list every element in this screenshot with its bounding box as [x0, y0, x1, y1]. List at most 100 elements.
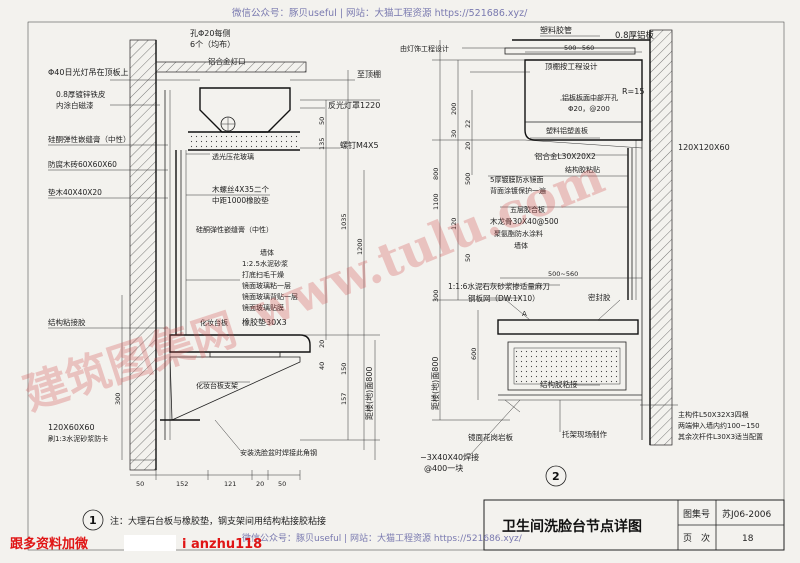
d1-install: 安装洗脸盆时焊接此角钢 — [240, 448, 317, 457]
d1-dim-v-4: 300 — [114, 393, 122, 405]
d2-dim-v-5: 500 — [464, 173, 472, 185]
d2-site: 托架现场制作 — [562, 429, 607, 439]
d1-wood-brick: 防腐木砖60X60X60 — [48, 159, 117, 169]
detail1-bracket — [169, 356, 301, 421]
detail1-number-circle — [82, 509, 104, 531]
d2-angle-main2: 两端伸入墙内约100~150 — [678, 421, 760, 430]
detail1-lamp-box — [199, 87, 291, 133]
d1-mortar: 1:2.5水泥砂浆 — [242, 259, 288, 268]
sheet-frame — [27, 21, 785, 551]
d1-dim-v-0: 50 — [318, 117, 326, 125]
detail-1-labels: 孔Φ20每侧 6个（均布） 铝合金灯口 Φ40日光灯吊在顶板上 0.8厚镀锌铁皮… — [48, 28, 381, 527]
d2-sealant: 密封胶 — [588, 292, 611, 302]
d1-reflector: 反光灯罩1220 — [328, 100, 380, 110]
d2-a-mark: A — [522, 310, 527, 318]
d2-dim-v-0: 200 — [450, 103, 458, 115]
detail2-bracket — [507, 341, 627, 391]
d1-struct-glue: 结构粘接胶 — [48, 317, 86, 327]
d2-right-angle: 120X120X60 — [678, 143, 730, 152]
d1-hole: 孔Φ20每侧 — [190, 28, 230, 38]
d2-radius: R=15 — [622, 87, 644, 96]
d1-number: 1 — [89, 514, 97, 527]
d1-dim-h-0: 50 — [136, 480, 144, 488]
d2-mirror: 5厚镀膜防水镜面 — [490, 175, 543, 184]
d2-dim-v-4: 1100 — [432, 193, 440, 210]
detail2-counter-slab — [497, 319, 639, 335]
d2-floor-height: 距楼(地)面800 — [430, 356, 440, 410]
d1-silicone-mid: 硅酮弹性嵌缝膏（中性） — [196, 225, 273, 234]
bottom-banner-text: 微信公众号：豚贝useful | 网站：大猫工程资源 https://52168… — [242, 532, 523, 544]
d2-angle-main: 主构件L50X32X3四根 — [678, 410, 749, 419]
d2-dim-mid: 500~560 — [548, 270, 578, 278]
d1-opal-glass: 透光压花玻璃 — [212, 152, 254, 161]
d1-glass-glue: 镜面玻璃粘一层 — [242, 281, 291, 290]
d2-vent2: Φ20，@200 — [568, 105, 610, 113]
d1-dim-h-3: 20 — [256, 480, 264, 488]
d2-wall: 墙体 — [514, 241, 528, 250]
detail2-lamp-housing — [524, 59, 643, 141]
d1-silicone-top: 硅酮弹性嵌缝膏（中性） — [48, 134, 131, 144]
d2-struct-fix: 结构胶粘贴 — [565, 165, 600, 174]
watermark-diagonal: www.tulu.com — [243, 149, 612, 342]
d1-dim-h-1: 152 — [176, 480, 188, 488]
title-block-title: 卫生间洗脸台节点详图 — [502, 518, 642, 535]
d1-note: 注：大理石台板与橡胶垫，钢支架间用结构粘接胶粘接 — [110, 515, 326, 527]
d1-steel-sheet: 0.8厚镀锌铁皮 — [56, 89, 106, 99]
title-block-atlas-value: 苏J06-2006 — [722, 508, 772, 520]
d1-floor-height: 距楼(地)面800 — [364, 366, 374, 420]
d1-pad-wood: 垫木40X40X20 — [48, 187, 102, 197]
d2-plastic-glue: 塑料胶管 — [540, 25, 572, 35]
d1-counter: 化妆台板 — [200, 318, 228, 327]
d2-dim-v-9: 22 — [464, 120, 472, 128]
d1-screw2: 中距1000橡胶垫 — [212, 195, 269, 205]
d2-keel: 木龙骨30X40@500 — [490, 216, 559, 226]
detail2-number-circle — [545, 465, 567, 487]
d2-ceiling-design: 顶棚按工程设计 — [545, 61, 598, 71]
d1-dim-v-6: 157 — [340, 393, 348, 405]
top-banner-text: 微信公众号：豚贝useful | 网站：大猫工程资源 https://52168… — [232, 7, 528, 19]
d1-dim-v-2: 1035 — [340, 213, 348, 230]
d1-alu-lamp: 铝合金灯口 — [208, 56, 246, 66]
detail1-ceiling — [155, 61, 307, 73]
promo-right: i anzhu118 — [182, 537, 262, 552]
d2-weld-pitch: @400一块 — [424, 463, 463, 473]
d2-lamp-design: 由灯饰工程设计 — [400, 44, 449, 53]
d2-dim-v-2: 120 — [450, 218, 458, 230]
title-block-atlas-label: 图集号 — [683, 508, 710, 520]
d2-dim-v-3: 800 — [432, 168, 440, 180]
d1-dim-h-2: 121 — [224, 480, 236, 488]
d1-counter-bracket: 化妆台板支架 — [196, 381, 238, 390]
detail-2 — [432, 29, 678, 487]
title-block-page-value: 18 — [742, 534, 754, 544]
d1-dim-v-7: 20 — [318, 340, 326, 348]
d2-waterproof: 聚氨酯防水涂料 — [494, 229, 543, 238]
d1-dim-v-8: 40 — [318, 362, 326, 370]
d2-mortar: 1:1:6水泥石灰砂浆掺适量麻刀 — [448, 281, 550, 291]
d1-dim-h-4: 50 — [278, 480, 286, 488]
d1-mortar2: 打底扫毛干燥 — [242, 270, 284, 279]
d2-plastic-cap: 塑料铝塑盖板 — [546, 126, 588, 135]
d1-glass-back: 镜面玻璃背贴一层 — [242, 292, 298, 301]
d2-dim-v-7: 300 — [432, 290, 440, 302]
d2-dim-v-8: 600 — [470, 348, 478, 360]
detail2-wall — [649, 29, 673, 446]
d1-mortar-fill: 刷1:3水泥砂浆防卡 — [48, 434, 108, 443]
d2-dim-v-6: 50 — [464, 254, 472, 262]
d2-dim-top: 500~560 — [564, 44, 594, 52]
d2-mesh: 钢板网（DW.1X10） — [468, 293, 540, 303]
d2-glue-struct: 结构胶粘接 — [540, 379, 578, 389]
d2-alu-plate: 0.8厚铝板 — [615, 30, 655, 41]
d1-dim-v-1: 135 — [318, 138, 326, 150]
d1-inner-paint: 内涂白磁漆 — [56, 100, 94, 110]
d1-rubber-pad: 橡胶垫30X3 — [242, 317, 287, 327]
title-block: 卫生间洗脸台节点详图 图集号 苏J06-2006 页 次 18 — [483, 499, 785, 551]
d1-bolt: 螺钉M4X5 — [340, 140, 379, 150]
promo-redaction — [124, 535, 176, 551]
d1-wall: 墙体 — [260, 248, 274, 257]
d1-lamp-tube: Φ40日光灯吊在顶板上 — [48, 67, 128, 77]
d2-weld: −3X40X40焊接 — [420, 452, 479, 462]
d2-alu-angle: 铝合金L30X20X2 — [535, 151, 596, 161]
d1-glass-film: 镜面玻璃贴膜 — [242, 303, 284, 312]
detail1-wall — [129, 39, 157, 471]
d2-number: 2 — [552, 470, 560, 483]
